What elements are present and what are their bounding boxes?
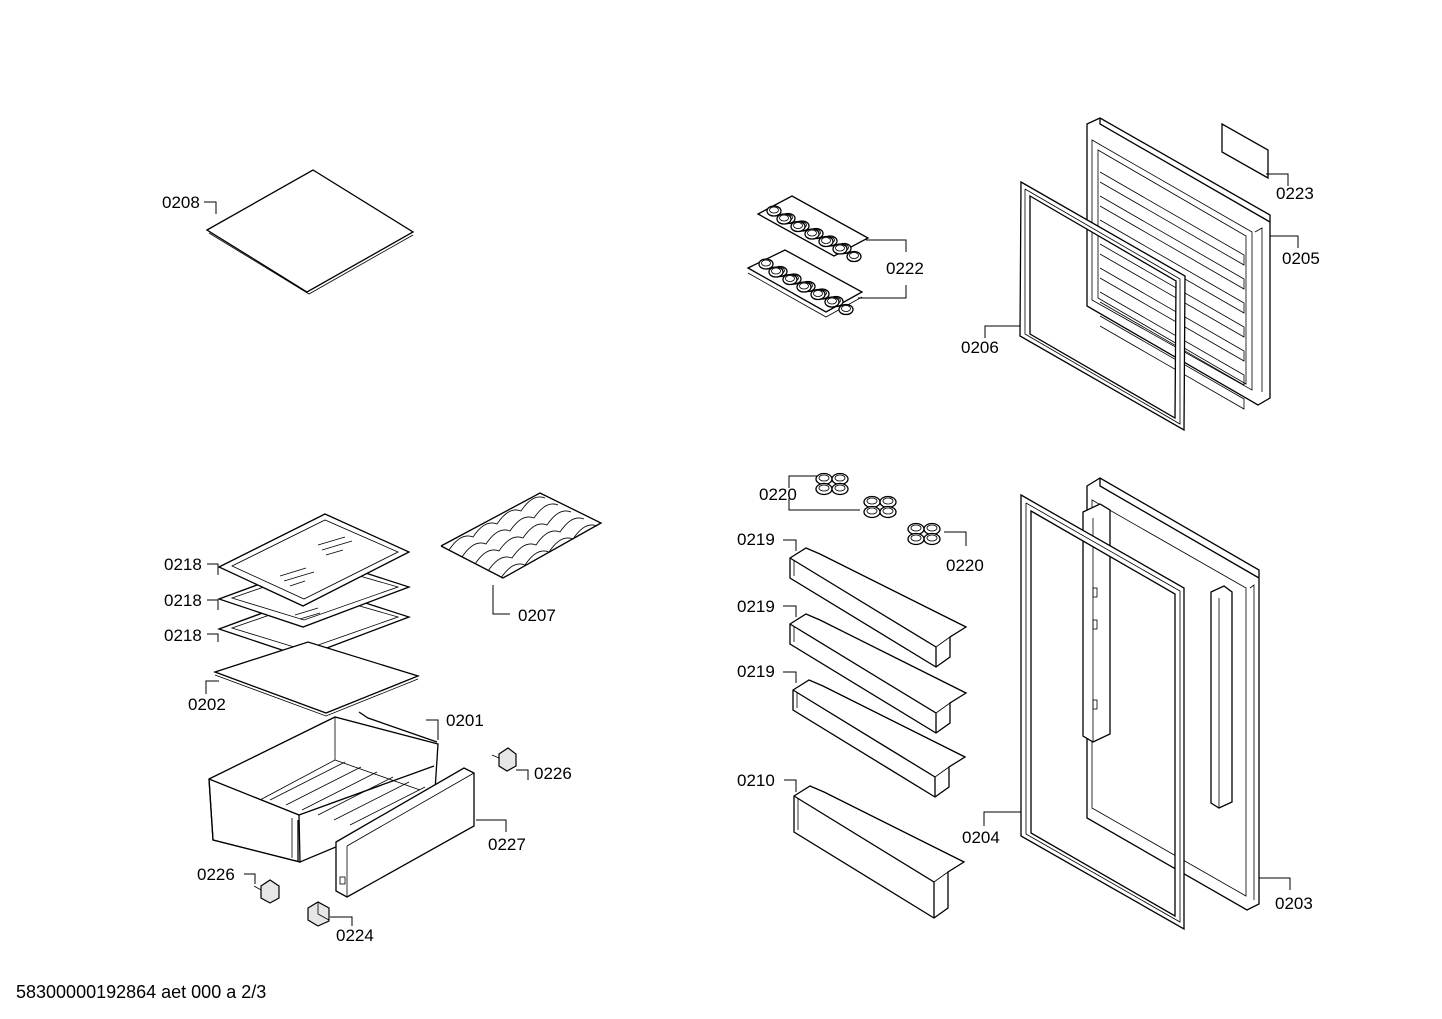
part-0210-door-bin [784, 779, 797, 792]
label-0218-a: 0218 [164, 555, 202, 574]
label-0201: 0201 [446, 711, 484, 730]
part-0220-egg-holders [788, 472, 967, 546]
label-0219-a: 0219 [737, 530, 775, 549]
label-0210: 0210 [737, 771, 775, 790]
label-0208: 0208 [162, 193, 200, 212]
label-0219-c: 0219 [737, 662, 775, 681]
label-0205: 0205 [1282, 249, 1320, 268]
part-0206-upper-gasket [984, 180, 1186, 432]
label-0220-a: 0220 [759, 485, 797, 504]
part-0224-hinge-cover [307, 901, 353, 927]
part-0222-egg-trays [746, 195, 907, 318]
part-0226-clip-upper [491, 747, 529, 780]
label-0218-c: 0218 [164, 626, 202, 645]
label-0206: 0206 [961, 338, 999, 357]
part-0204-lower-gasket [983, 493, 1185, 931]
part-0207-bottle-rack [440, 492, 603, 615]
part-0219-door-bins [783, 539, 968, 919]
part-0227-front-panel [335, 767, 507, 898]
label-0202: 0202 [188, 695, 226, 714]
label-0219-b: 0219 [737, 597, 775, 616]
part-0223-label [1221, 122, 1289, 186]
part-0202-cover-plate [205, 641, 420, 717]
part-0218-shelves [207, 513, 411, 658]
part-0203-lower-door [1082, 477, 1291, 911]
part-0226-clip-lower [244, 873, 280, 904]
label-0203: 0203 [1275, 894, 1313, 913]
label-0226-b: 0226 [197, 865, 235, 884]
label-0226-a: 0226 [534, 764, 572, 783]
label-0227: 0227 [488, 835, 526, 854]
label-0218-b: 0218 [164, 591, 202, 610]
label-0207: 0207 [518, 606, 556, 625]
label-0204: 0204 [962, 828, 1000, 847]
label-0224: 0224 [336, 926, 374, 945]
document-code: 58300000192864 aet 000 a 2/3 [16, 982, 266, 1002]
part-0205-upper-door [1086, 117, 1299, 410]
label-0222: 0222 [886, 259, 924, 278]
label-0223: 0223 [1276, 184, 1314, 203]
label-0220-b: 0220 [946, 556, 984, 575]
part-0208-plate [204, 169, 415, 295]
